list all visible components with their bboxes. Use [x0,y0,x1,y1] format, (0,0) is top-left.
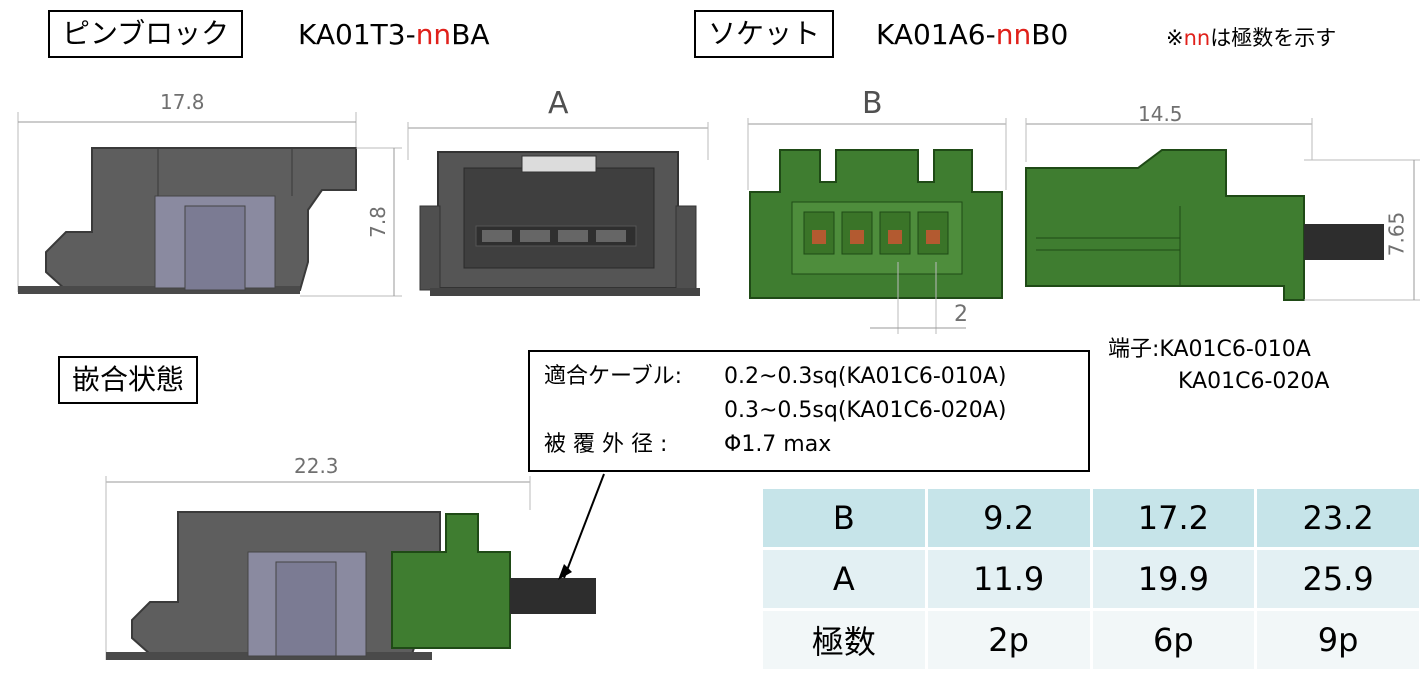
cable-spec-row3-value: Φ1.7 max [724,432,832,457]
cable-spec-box: 適合ケーブル: 0.2~0.3sq(KA01C6-010A) 0.3~0.5sq(… [528,350,1090,472]
pin-block-part-nn: nn [415,18,452,51]
socket-length-dim: 14.5 [1138,102,1183,126]
cable-spec-row1-label: 適合ケーブル: [544,364,683,389]
cable-spec-row3-label: 被 覆 外 径 : [544,432,668,457]
pole-count-note: ※nnは極数を示す [1166,22,1336,52]
table-row: 極数 2p 6p 9p [760,608,1422,672]
socket-side-view [1025,118,1420,301]
pin-block-front-label: A [548,86,569,121]
table-cell: 23.2 [1254,486,1422,550]
table-cell: 9p [1254,608,1422,672]
note-prefix: ※ [1166,26,1184,50]
socket-front-label: B [862,86,883,121]
mated-state-view [105,473,605,660]
mated-state-title-text: 嵌合状態 [72,363,185,396]
socket-height-dim: 7.65 [1384,211,1409,257]
table-row-label: B [760,486,928,550]
table-cell: 11.9 [924,547,1093,611]
terminal-part-2: KA01C6-020A [1178,369,1330,394]
table-cell: 2p [924,608,1093,672]
terminal-part-1: KA01C6-010A [1159,337,1311,362]
note-nn: nn [1183,26,1211,50]
pin-block-height-dim: 7.8 [365,206,390,238]
mated-length-dim: 22.3 [294,454,339,478]
table-row: B 9.2 17.2 23.2 [760,486,1422,550]
table-cell: 9.2 [924,486,1093,550]
socket-part-number: KA01A6-nnB0 [876,18,1068,51]
pin-block-width-dim: 17.8 [160,90,205,114]
terminal-label: 端子: [1108,337,1160,362]
socket-part-prefix: KA01A6- [876,18,996,51]
pin-block-part-suffix: BA [451,18,490,51]
pin-block-front-view [407,122,709,296]
terminal-info: 端子:KA01C6-010A KA01C6-020A [1108,334,1329,398]
table-cell: 6p [1089,608,1258,672]
cable-spec-row-1: 適合ケーブル: 0.2~0.3sq(KA01C6-010A) [544,360,1088,394]
note-suffix: は極数を示す [1210,26,1337,50]
pin-block-part-prefix: KA01T3- [298,18,416,51]
socket-part-nn: nn [995,18,1032,51]
table-cell: 19.9 [1089,547,1258,611]
socket-title-text: ソケット [708,17,821,50]
pin-block-side-view [17,112,402,297]
table-row-label: 極数 [760,608,928,672]
mated-state-title: 嵌合状態 [58,356,199,404]
table-row: A 11.9 19.9 25.9 [760,547,1422,611]
pin-block-title: ピンブロック [48,10,244,58]
socket-pitch-dim: 2 [954,302,968,327]
table-cell: 25.9 [1254,547,1422,611]
table-cell: 17.2 [1089,486,1258,550]
table-row-label: A [760,547,928,611]
socket-title: ソケット [694,10,835,58]
cable-spec-row-2: 0.3~0.5sq(KA01C6-020A) [544,394,1088,428]
socket-part-suffix: B0 [1031,18,1069,51]
socket-front-view [747,118,1007,334]
cable-spec-row-3: 被 覆 外 径 : Φ1.7 max [544,428,1088,462]
pin-block-title-text: ピンブロック [62,17,230,50]
pin-block-part-number: KA01T3-nnBA [298,18,490,51]
dimension-table: B 9.2 17.2 23.2 A 11.9 19.9 25.9 極数 2p 6… [760,486,1422,672]
cable-spec-row1-value: 0.2~0.3sq(KA01C6-010A) [724,364,1007,389]
cable-spec-row2-value: 0.3~0.5sq(KA01C6-020A) [724,398,1007,423]
